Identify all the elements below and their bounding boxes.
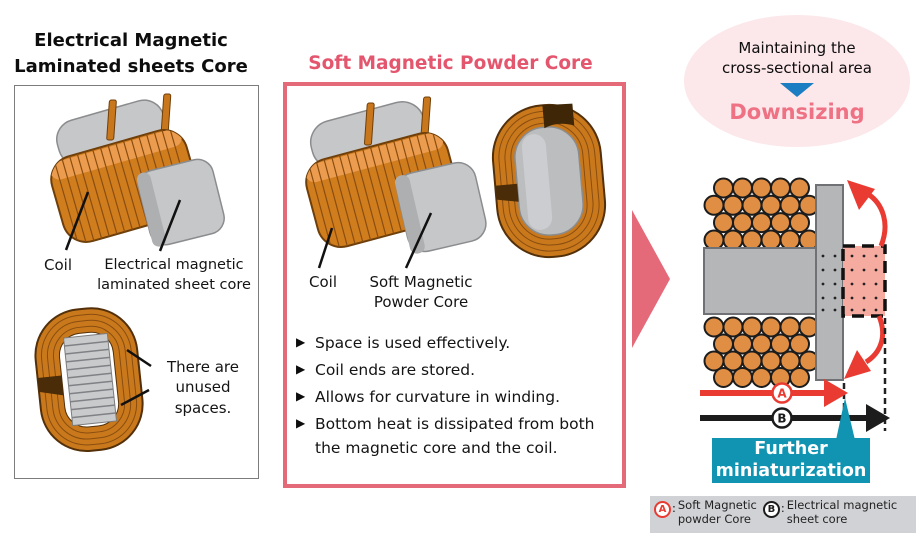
bullet-triangle-icon: ▶: [296, 416, 306, 431]
coil-wires-top: [703, 177, 820, 251]
coil-wires-bottom: [703, 316, 820, 388]
ring-notch: [495, 183, 519, 202]
downsizing-diagram: A B: [700, 177, 890, 440]
length-arrow-a: A: [700, 379, 848, 407]
legend-text-a: Soft Magnetic powder Core: [677, 498, 757, 526]
coil-terminal-pins: [363, 96, 432, 146]
ring-notch: [37, 375, 64, 396]
marker-b: B: [777, 412, 786, 426]
left-title-line1: Electrical Magnetic: [34, 30, 228, 51]
legend-item-b: B : Electrical magnetic sheet core: [762, 498, 898, 526]
core-vertical-bar: [815, 184, 844, 381]
blue-down-arrow-icon: [780, 83, 814, 98]
list-item: ▶ Allows for curvature in winding.: [296, 388, 561, 407]
further-miniaturization-callout: Further miniaturization: [712, 438, 870, 483]
left-panel-title: Electrical Magnetic Laminated sheets Cor…: [2, 28, 260, 80]
ring-cut-top: [542, 103, 575, 129]
laminated-core-label: Electrical magnetic laminated sheet core: [97, 257, 251, 293]
callout-pointer: [836, 398, 855, 440]
powder-core-3d-illustration: [305, 96, 487, 254]
length-arrow-b: B: [700, 404, 890, 432]
laminated-core-3d-illustration: [50, 93, 225, 247]
legend-item-a: A : Soft Magnetic powder Core: [654, 498, 757, 526]
fold-arrow-bottom: [844, 315, 886, 379]
coil-label: Coil: [309, 273, 337, 291]
laminated-block: [62, 332, 118, 427]
coil-label: Coil: [44, 256, 72, 274]
bullet-triangle-icon: ▶: [296, 362, 306, 377]
list-item: ▶ Bottom heat is dissipated from both th…: [296, 415, 595, 458]
legend: A : Soft Magnetic powder Core B : Electr…: [650, 496, 916, 533]
marker-a: A: [777, 387, 787, 401]
bullet-triangle-icon: ▶: [296, 389, 306, 404]
saved-space-square: [841, 244, 887, 318]
list-item: ▶ Space is used effectively.: [296, 334, 511, 352]
bullet-triangle-icon: ▶: [296, 335, 306, 349]
dot-grid: [821, 254, 878, 312]
marker-b-icon: B: [762, 501, 780, 518]
powder-core-cross-section-illustration: [491, 103, 607, 259]
maintaining-area-bubble: Maintaining the cross-sectional area Dow…: [684, 15, 910, 147]
fold-arrow-top: [847, 180, 888, 247]
powder-core-label: Soft Magnetic Powder Core: [369, 273, 473, 312]
big-transition-arrow: [632, 210, 670, 348]
middle-panel-title: Soft Magnetic Powder Core: [308, 53, 593, 74]
legend-text-b: Electrical magnetic sheet core: [786, 498, 898, 526]
core-horizontal-bar: [703, 247, 817, 315]
benefits-list: ▶ Space is used effectively. ▶ Coil ends…: [296, 331, 612, 463]
list-item: ▶ Coil ends are stored.: [296, 361, 476, 380]
laminated-core-cross-section-illustration: [34, 307, 144, 453]
unused-spaces-note: There are unused spaces.: [167, 358, 239, 417]
downsizing-label: Downsizing: [729, 100, 865, 125]
left-title-line2: Laminated sheets Core: [14, 56, 248, 78]
core-front-plate: [394, 161, 487, 254]
marker-a-icon: A: [654, 501, 671, 518]
